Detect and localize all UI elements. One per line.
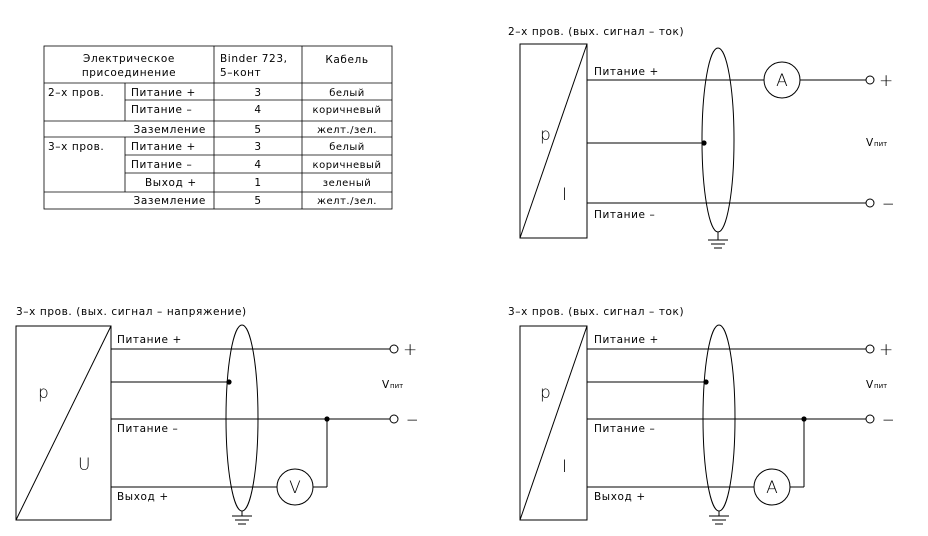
row-pin: 3 [254, 141, 261, 153]
sensor-box [519, 43, 588, 239]
sensor-box [15, 325, 112, 521]
row-signal: Питание – [131, 159, 192, 171]
row-color: желт./зел. [317, 196, 377, 207]
voltmeter-label: V [289, 478, 301, 498]
supply-subscript: пит [390, 382, 403, 390]
diagram-title: 2–х пров. (вых. сигнал – ток) [508, 26, 684, 38]
plus-sign: + [879, 71, 893, 91]
wire-label: Питание + [117, 334, 182, 346]
row-pin: 5 [254, 124, 261, 136]
sensor-diagonal [519, 325, 588, 521]
wire-label: Питание + [594, 334, 659, 346]
row-group: 2–х пров. [48, 87, 104, 99]
row-color: желт./зел. [317, 125, 377, 136]
sensor-bottom-symbol: I [562, 185, 567, 205]
cable-shield [225, 324, 259, 512]
terminal-minus [389, 414, 399, 424]
diagram-3wire-voltage: 3–х пров. (вых. сигнал – напряжение) p U… [15, 306, 418, 525]
supply-subscript: пит [874, 140, 887, 148]
sensor-top-symbol: p [38, 383, 49, 403]
supply-subscript: пит [874, 382, 887, 390]
minus-sign: — [883, 414, 894, 426]
diagram-title: 3–х пров. (вых. сигнал – ток) [508, 306, 684, 318]
plus-sign: + [879, 340, 893, 360]
wire-label: Питание – [594, 209, 655, 221]
header-cable: Кабель [325, 54, 368, 66]
terminal-plus [865, 75, 875, 85]
header-binder-line1: Binder 723, [220, 53, 288, 65]
row-color: коричневый [313, 105, 382, 116]
supply-label: V [866, 137, 874, 149]
terminal-plus [389, 344, 399, 354]
supply-label: V [866, 379, 874, 391]
row-color: коричневый [313, 160, 382, 171]
row-pin: 4 [254, 159, 261, 171]
wire-label: Выход + [594, 491, 646, 503]
sensor-box [519, 325, 588, 521]
wire-label: Питание – [117, 423, 178, 435]
header-connection-line2: присоединение [82, 67, 176, 79]
diagram-title: 3–х пров. (вых. сигнал – напряжение) [16, 306, 247, 318]
sensor-bottom-symbol: I [562, 457, 567, 477]
row-group: 3–х пров. [48, 141, 104, 153]
ammeter-label: A [776, 71, 788, 91]
row-signal: Питание + [131, 141, 196, 153]
wire-label: Выход + [117, 491, 169, 503]
plus-sign: + [403, 340, 417, 360]
row-color: белый [329, 142, 365, 153]
header-binder-line2: 5–конт [220, 67, 261, 79]
ammeter-label: A [766, 478, 778, 498]
minus-sign: — [407, 414, 418, 426]
sensor-diagonal [15, 325, 112, 521]
diagram-3wire-current: 3–х пров. (вых. сигнал – ток) p I Питани… [508, 306, 894, 525]
header-connection-line1: Электрическое [83, 53, 175, 65]
row-pin: 5 [254, 195, 261, 207]
row-signal: Питание + [131, 87, 196, 99]
diagram-2wire-current: 2–х пров. (вых. сигнал – ток) p I Питани… [508, 26, 894, 249]
cable-shield [701, 47, 735, 233]
row-color: белый [329, 88, 365, 99]
terminal-minus [865, 414, 875, 424]
row-signal: Заземление [134, 124, 206, 136]
terminal-plus [865, 344, 875, 354]
wire-label: Питание – [594, 423, 655, 435]
sensor-diagonal [519, 43, 588, 239]
row-pin: 3 [254, 87, 261, 99]
row-pin: 1 [254, 177, 261, 189]
sensor-top-symbol: p [540, 383, 551, 403]
junction-dot [701, 140, 707, 146]
sensor-top-symbol: p [540, 125, 551, 145]
row-color: зеленый [323, 178, 371, 189]
minus-sign: — [883, 198, 894, 210]
sensor-bottom-symbol: U [78, 455, 90, 475]
row-pin: 4 [254, 104, 261, 116]
cable-shield [702, 324, 736, 512]
supply-label: V [382, 379, 390, 391]
terminal-minus [865, 198, 875, 208]
row-signal: Выход + [145, 177, 197, 189]
table-border [43, 45, 393, 210]
row-signal: Заземление [134, 195, 206, 207]
connection-table: Электрическое присоединение Binder 723, … [43, 45, 393, 210]
row-signal: Питание – [131, 104, 192, 116]
wire-label: Питание + [594, 66, 659, 78]
